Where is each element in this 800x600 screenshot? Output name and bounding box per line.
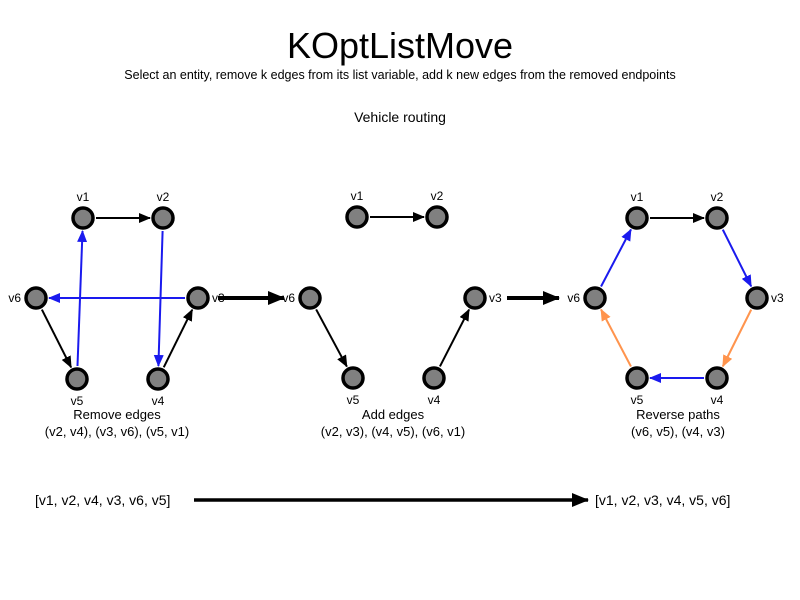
graph-node-v3	[186, 286, 210, 310]
graph-node-v1	[345, 205, 369, 229]
node-label-v3: v3	[489, 291, 502, 305]
caption-line: Add edges	[361, 407, 425, 422]
node-label-v4: v4	[428, 393, 441, 407]
graph-node-v4	[146, 367, 170, 391]
node-label-v2: v2	[431, 189, 444, 203]
list-before: [v1, v2, v4, v3, v6, v5]	[35, 492, 171, 508]
node-label-v4: v4	[152, 394, 165, 408]
remove-edges-caption: Remove edges (v2, v4), (v3, v6), (v5, v1…	[45, 406, 189, 440]
node-label-v5: v5	[347, 393, 360, 407]
graph-edge-v4-v3	[162, 308, 194, 368]
reverse-paths-caption: Reverse paths (v6, v5), (v4, v3)	[631, 406, 725, 440]
caption-line: (v2, v4), (v3, v6), (v5, v1)	[44, 424, 190, 439]
graph-node-v2	[705, 206, 729, 230]
list-after: [v1, v2, v3, v4, v5, v6]	[595, 492, 731, 508]
graph-edge-v4-v3	[439, 308, 470, 367]
caption-line: (v6, v5), (v4, v3)	[631, 424, 725, 439]
node-label-v6: v6	[8, 291, 21, 305]
page-title: KOptListMove	[286, 25, 514, 66]
graph-node-v3	[745, 286, 769, 310]
graph-node-v4	[422, 366, 446, 390]
graph-node-v5	[625, 366, 649, 390]
node-label-v2: v2	[711, 190, 724, 204]
graph-edge-v2-v3	[721, 229, 753, 288]
node-label-v5: v5	[71, 394, 84, 408]
node-label-v1: v1	[351, 189, 364, 203]
graph-node-v1	[625, 206, 649, 230]
graph-edge-v5-v1	[76, 229, 88, 367]
node-label-v6: v6	[282, 291, 295, 305]
caption-line: (v2, v3), (v4, v5), (v6, v1)	[320, 424, 466, 439]
graph-node-v1	[71, 206, 95, 230]
graph-node-v3	[463, 286, 487, 310]
node-label-v1: v1	[631, 190, 644, 204]
graph-node-v5	[65, 367, 89, 391]
page-subtitle: Select an entity, remove k edges from it…	[124, 68, 676, 82]
node-label-v5: v5	[631, 393, 644, 407]
caption-line: Reverse paths	[636, 407, 720, 422]
section-label: Vehicle routing	[354, 109, 446, 125]
graph-node-v4	[705, 366, 729, 390]
graph-node-v2	[151, 206, 175, 230]
caption-line: Remove edges	[73, 407, 161, 422]
node-label-v4: v4	[711, 393, 724, 407]
graph-node-v6	[298, 286, 322, 310]
node-label-v6: v6	[567, 291, 580, 305]
graph-node-v6	[24, 286, 48, 310]
node-label-v2: v2	[157, 190, 170, 204]
node-label-v1: v1	[77, 190, 90, 204]
graph-node-v2	[425, 205, 449, 229]
graph-node-v5	[341, 366, 365, 390]
graph-edge-v6-v5	[40, 309, 73, 369]
add-edges-caption: Add edges (v2, v3), (v4, v5), (v6, v1)	[321, 406, 465, 440]
graph-edge-v6-v5	[315, 308, 348, 368]
graph-edge-v6-v1	[600, 228, 632, 287]
node-label-v3: v3	[771, 291, 784, 305]
graph-edge-v5-v6	[600, 308, 632, 367]
graph-node-v6	[583, 286, 607, 310]
graph-edge-v3-v4	[721, 309, 753, 368]
